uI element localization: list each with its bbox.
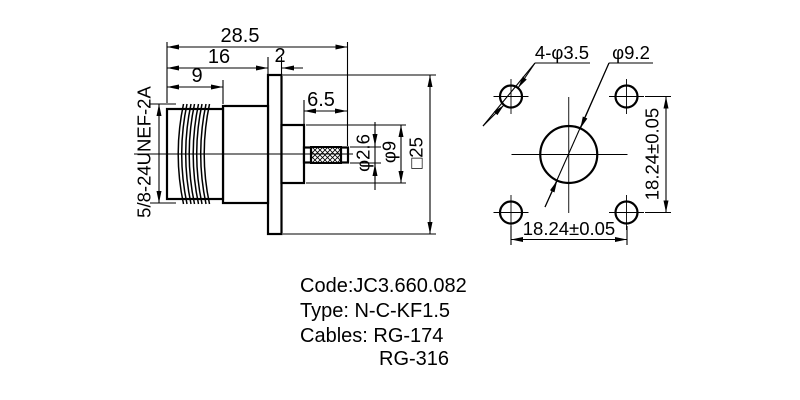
- vertical-spacing-label: 18.24±0.05: [642, 108, 663, 200]
- face-view: 4-φ3.5 φ9.2 18.24±0.05 18.24±0.05: [482, 42, 671, 245]
- note-type: Type: N-C-KF1.5: [300, 300, 450, 322]
- note-cables: Cables: RG-174: [300, 325, 443, 347]
- dim-6-5-label: 6.5: [307, 89, 335, 111]
- mount-holes: [493, 79, 644, 230]
- ferrule-tip: [339, 146, 350, 164]
- dim-28-5-label: 28.5: [221, 25, 260, 47]
- center-hole-label: φ9.2: [612, 42, 650, 63]
- face-view-dimensions: [510, 95, 671, 245]
- side-view: 28.5 16 2 9 6.5 φ2.6 φ9 □25 5/8-24UNEF-2…: [134, 25, 436, 236]
- flange: [266, 73, 283, 236]
- dim-9-label: 9: [191, 65, 202, 87]
- knurled-ferrule: [310, 146, 342, 164]
- side-view-dimensions: [150, 42, 436, 235]
- note-cables-2: RG-316: [379, 348, 449, 370]
- dia-9-label: φ9: [379, 141, 400, 163]
- face-view-leaders: [482, 62, 653, 208]
- ferrule-collar: [302, 146, 313, 164]
- thread-spec-label: 5/8-24UNEF-2A: [134, 86, 155, 218]
- square-25-label: □25: [406, 137, 427, 169]
- dim-16-label: 16: [208, 46, 230, 68]
- note-code: Code:JC3.660.082: [300, 275, 467, 297]
- connector-body-outline: [165, 73, 350, 236]
- mount-holes-label: 4-φ3.5: [535, 42, 589, 63]
- notes-block: Code:JC3.660.082 Type: N-C-KF1.5 Cables:…: [300, 275, 467, 370]
- dim-2-label: 2: [274, 45, 285, 67]
- dia-2-6-label: φ2.6: [353, 134, 374, 172]
- horizontal-spacing-label: 18.24±0.05: [523, 218, 615, 239]
- mid-body: [221, 104, 270, 205]
